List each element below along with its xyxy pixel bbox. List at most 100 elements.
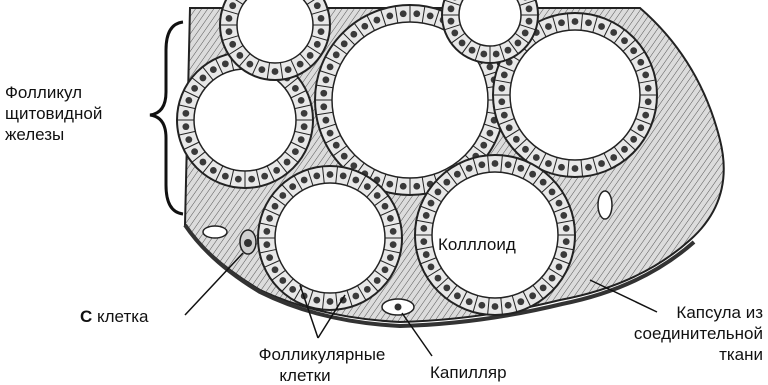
cell-nucleus [261, 173, 268, 180]
cell-nucleus [279, 192, 286, 199]
cell-nucleus [235, 176, 242, 183]
cell-nucleus [498, 98, 505, 105]
cell-nucleus [226, 28, 233, 35]
cell-nucleus [327, 171, 334, 178]
cell-nucleus [501, 112, 508, 119]
cell-nucleus [621, 146, 628, 153]
cell-nucleus [498, 85, 505, 92]
cell-nucleus [289, 183, 296, 190]
follicular-cells-label-line1: Фолликулярные [259, 345, 386, 364]
cell-nucleus [630, 136, 637, 143]
capsule-label-line1: Капсула из [676, 303, 763, 322]
cell-nucleus [610, 29, 617, 36]
cell-nucleus [182, 123, 189, 130]
c-cell-label-rest: клетка [92, 307, 149, 326]
cell-nucleus [382, 203, 389, 210]
cell-nucleus [598, 23, 605, 30]
cell-nucleus [386, 181, 393, 188]
cell-nucleus [478, 302, 485, 309]
cell-nucleus [645, 85, 652, 92]
cell-nucleus [448, 18, 455, 25]
cell-nucleus [226, 15, 233, 22]
colloid [194, 69, 296, 171]
cell-nucleus [428, 200, 435, 207]
cell-nucleus [428, 263, 435, 270]
cell-nucleus [420, 225, 427, 232]
cell-nucleus [487, 130, 494, 137]
cell-nucleus [258, 66, 265, 73]
cell-nucleus [229, 2, 236, 9]
cell-nucleus [560, 212, 567, 219]
capillary-blood-cell [395, 304, 402, 311]
cell-nucleus [301, 177, 308, 184]
cell-nucleus [307, 52, 314, 59]
cell-nucleus [560, 251, 567, 258]
cell-nucleus [492, 160, 499, 167]
cell-nucleus [515, 40, 522, 47]
cell-nucleus [298, 136, 305, 143]
colloid [275, 183, 385, 293]
cell-nucleus [400, 10, 407, 17]
cell-nucleus [318, 28, 325, 35]
cell-nucleus [506, 124, 513, 131]
cell-nucleus [480, 51, 487, 58]
cell-nucleus [266, 254, 273, 261]
cell-nucleus [480, 142, 487, 149]
cell-nucleus [246, 61, 253, 68]
cell-nucleus [522, 146, 529, 153]
cell-nucleus [558, 164, 565, 171]
cell-nucleus [327, 130, 334, 137]
c-cell-nucleus [244, 239, 252, 247]
cell-nucleus [505, 47, 512, 54]
cell-nucleus [492, 303, 499, 310]
cell-nucleus [545, 160, 552, 167]
cell-nucleus [313, 297, 320, 304]
cell-nucleus [364, 183, 371, 190]
cell-nucleus [585, 164, 592, 171]
follicular-cells-label-line2: клетки [279, 366, 330, 385]
cell-nucleus [454, 171, 461, 178]
cell-nucleus [526, 5, 533, 12]
cell-nucleus [289, 286, 296, 293]
cell-nucleus [451, 30, 458, 37]
follicle-label-line1: Фолликул [5, 83, 82, 102]
cell-nucleus [340, 172, 347, 179]
cell-nucleus [517, 298, 524, 305]
cell-nucleus [352, 177, 359, 184]
cell-nucleus [210, 66, 217, 73]
cell-nucleus [505, 302, 512, 309]
cell-nucleus [435, 189, 442, 196]
cell-nucleus [413, 10, 420, 17]
cell-nucleus [505, 161, 512, 168]
cell-nucleus [273, 167, 280, 174]
cell-nucleus [333, 51, 340, 58]
cell-nucleus [630, 47, 637, 54]
c-cell-label: С клетка [80, 307, 149, 326]
cell-nucleus [285, 66, 292, 73]
cell-nucleus [522, 30, 529, 37]
cell-nucleus [272, 266, 279, 273]
cell-nucleus [448, 5, 455, 12]
cell-nucleus [248, 176, 255, 183]
cell-nucleus [313, 172, 320, 179]
cell-nucleus [200, 75, 207, 82]
cell-nucleus [645, 98, 652, 105]
cell-nucleus [272, 203, 279, 210]
cell-nucleus [279, 277, 286, 284]
cell-nucleus [390, 241, 397, 248]
cell-nucleus [333, 142, 340, 149]
cell-nucleus [572, 165, 579, 172]
cell-nucleus [301, 110, 308, 117]
cell-nucleus [545, 23, 552, 30]
cell-nucleus [350, 162, 357, 169]
cell-nucleus [466, 298, 473, 305]
cell-nucleus [350, 31, 357, 38]
cell-nucleus [386, 12, 393, 19]
cell-nucleus [478, 161, 485, 168]
cell-nucleus [327, 63, 334, 70]
cell-nucleus [598, 160, 605, 167]
cell-nucleus [610, 154, 617, 161]
cell-nucleus [549, 189, 556, 196]
cell-nucleus [572, 18, 579, 25]
cell-nucleus [263, 241, 270, 248]
